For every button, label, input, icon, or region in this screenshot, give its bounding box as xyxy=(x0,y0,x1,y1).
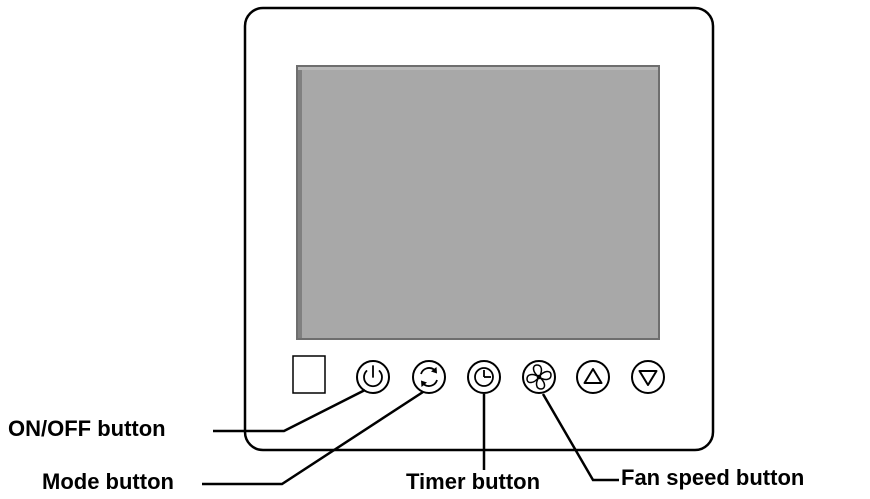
lcd-screen xyxy=(296,65,660,340)
up-button[interactable] xyxy=(576,360,610,394)
timer-button[interactable] xyxy=(467,360,501,394)
fan-speed-button-label: Fan speed button xyxy=(621,465,805,490)
mode-button-label: Mode button xyxy=(42,469,174,494)
timer-button-label: Timer button xyxy=(406,469,541,494)
power-button[interactable] xyxy=(356,360,390,394)
fan-icon xyxy=(526,364,552,390)
sensor-window xyxy=(292,355,326,394)
fan-speed-button[interactable] xyxy=(522,360,556,394)
down-button[interactable] xyxy=(631,360,665,394)
clock-icon xyxy=(474,367,494,387)
triangle-up-icon xyxy=(583,368,603,384)
cycle-arrows-icon xyxy=(420,367,438,387)
leader-line-fan-speed xyxy=(541,393,619,482)
on-off-button-label: ON/OFF button xyxy=(8,416,166,441)
leader-line-mode xyxy=(202,390,424,486)
triangle-down-icon xyxy=(638,370,658,386)
mode-button[interactable] xyxy=(412,360,446,394)
leader-line-on-off xyxy=(213,388,366,433)
power-icon xyxy=(363,365,383,388)
